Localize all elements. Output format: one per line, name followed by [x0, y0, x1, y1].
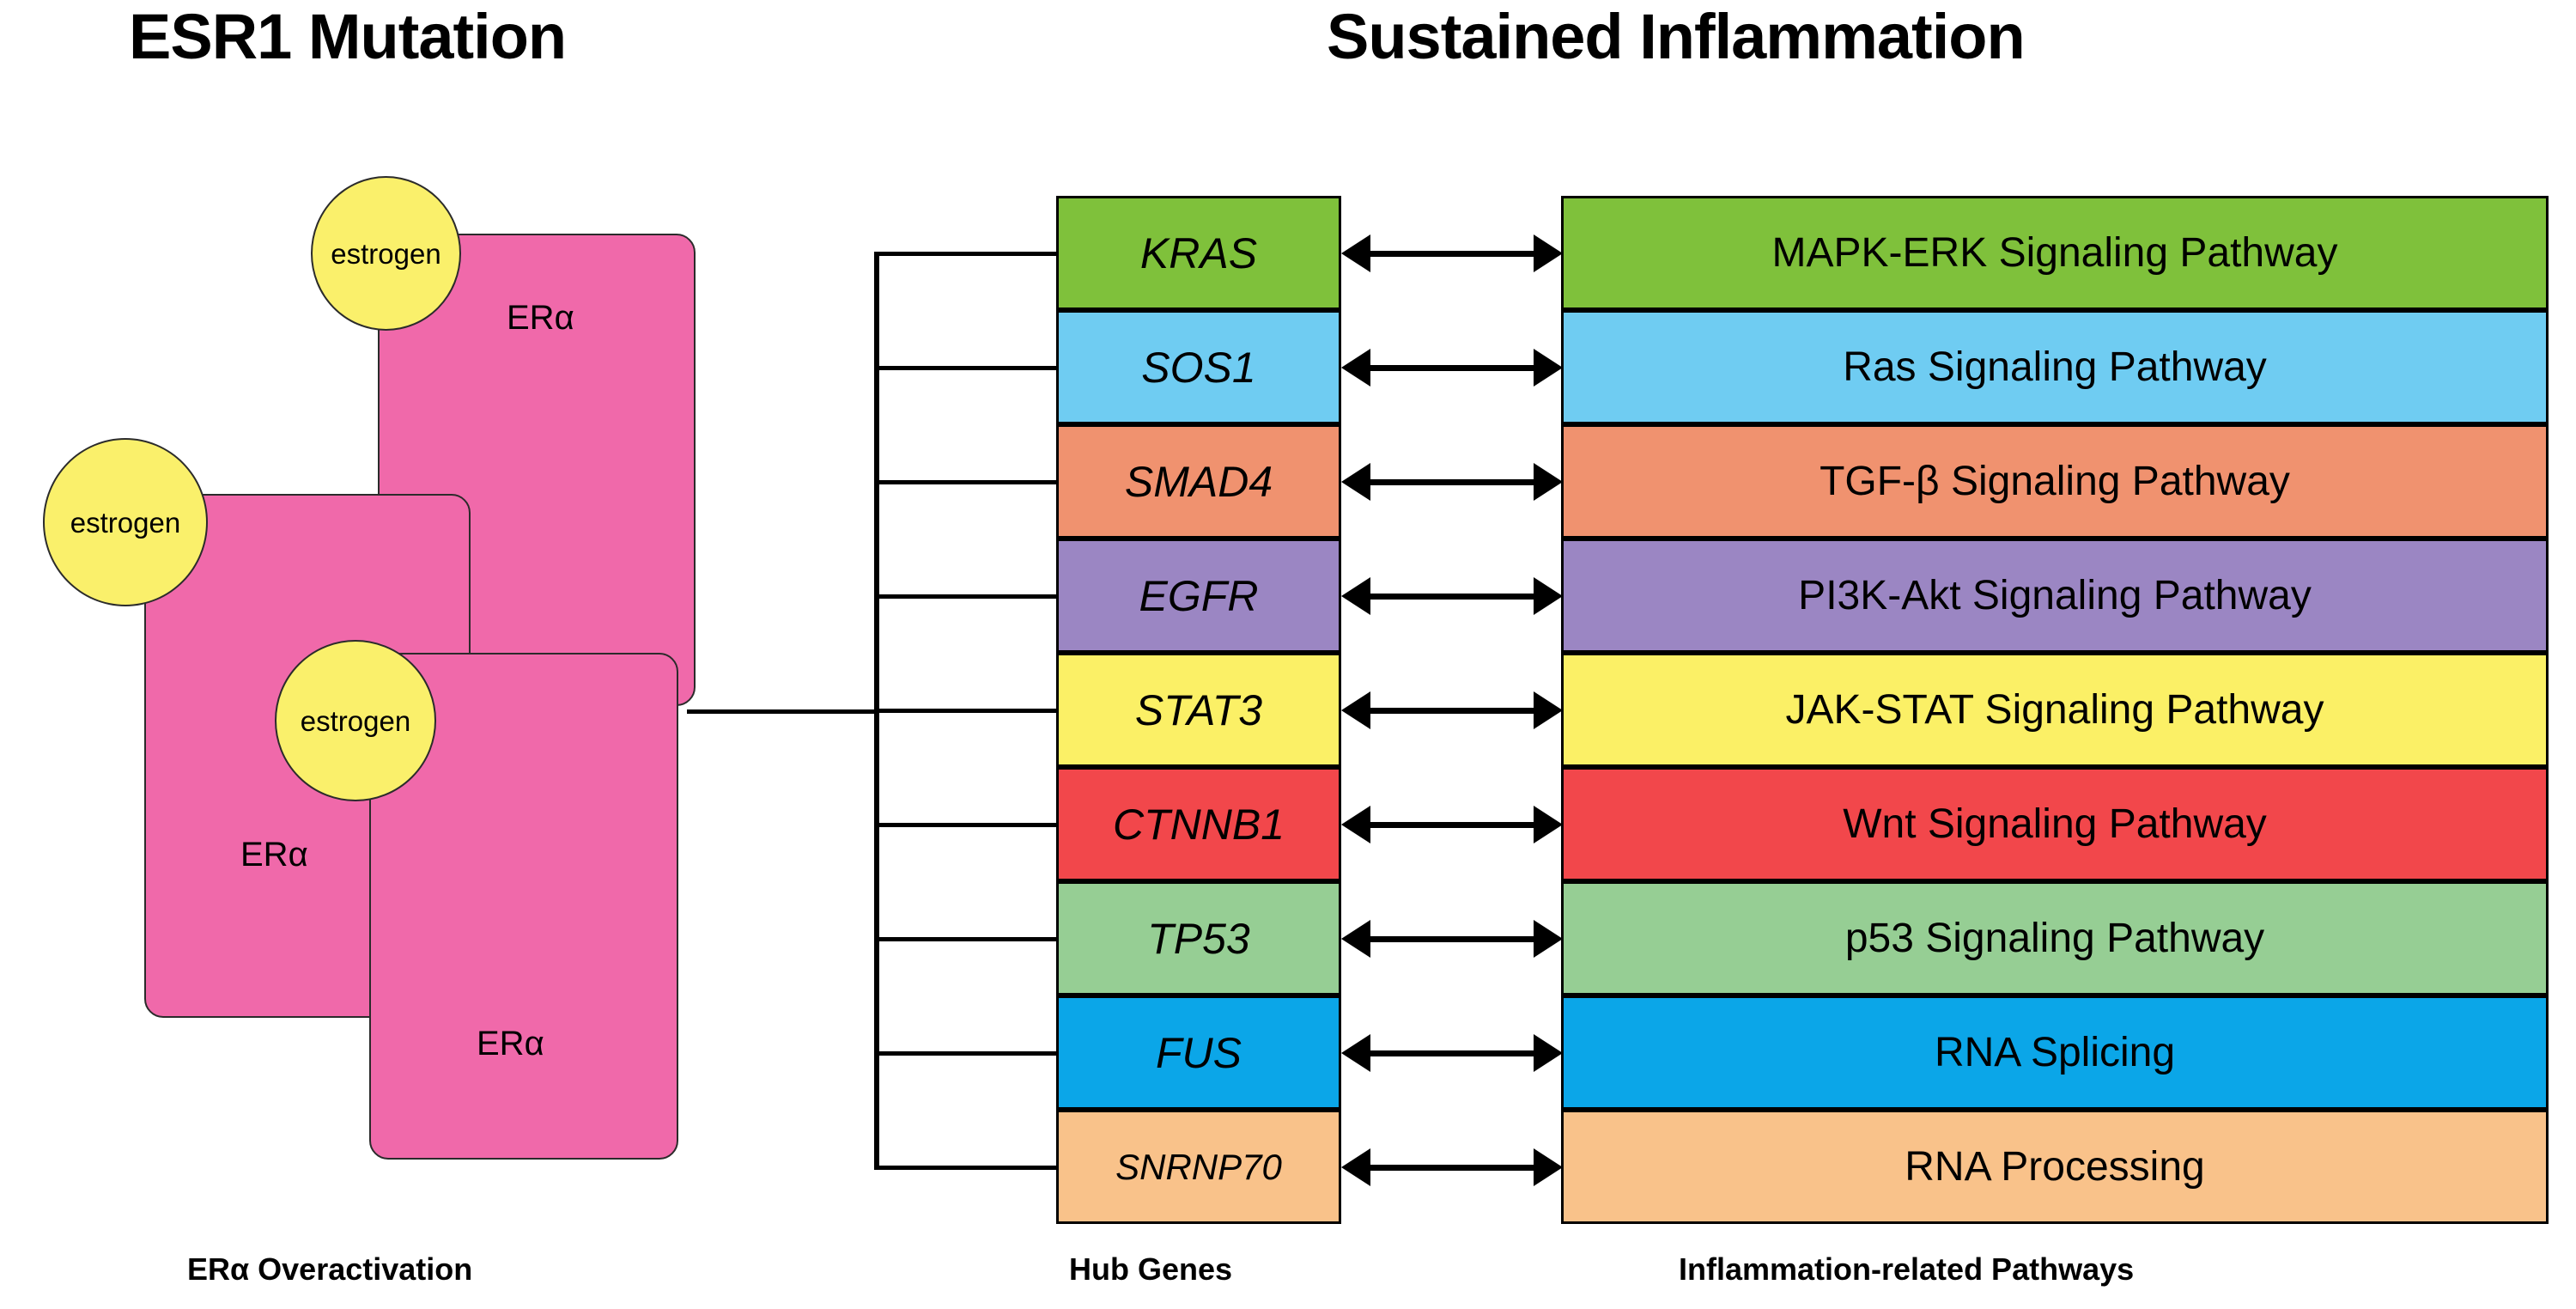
era-label: ERα: [477, 1025, 544, 1062]
arrow-head-right-icon: [1534, 576, 1563, 615]
pathway-label: JAK-STAT Signaling Pathway: [1785, 686, 2324, 733]
connector-branch-line: [874, 365, 1056, 370]
double-headed-arrow-icon: [1341, 805, 1563, 843]
pathway-box[interactable]: MAPK-ERK Signaling Pathway: [1561, 196, 2549, 310]
arrow-head-right-icon: [1534, 348, 1563, 387]
pathway-label: Ras Signaling Pathway: [1843, 344, 2267, 390]
connector-trunk-line: [687, 709, 878, 714]
gene-label: KRAS: [1139, 228, 1258, 277]
gene-box[interactable]: CTNNB1: [1056, 767, 1341, 881]
double-headed-arrow-icon: [1341, 691, 1563, 729]
double-headed-arrow-icon: [1341, 576, 1563, 615]
era-label: ERα: [507, 299, 574, 337]
arrow-head-left-icon: [1341, 691, 1370, 729]
pathway-box[interactable]: JAK-STAT Signaling Pathway: [1561, 653, 2549, 767]
gene-label: SOS1: [1141, 343, 1256, 392]
arrow-shaft: [1364, 935, 1540, 942]
connector-branch-line: [874, 936, 1056, 941]
page-title-right: Sustained Inflammation: [1327, 1, 2026, 72]
gene-label: FUS: [1156, 1028, 1242, 1077]
pathway-label: MAPK-ERK Signaling Pathway: [1771, 229, 2338, 276]
connector-branch-line: [874, 479, 1056, 484]
estrogen-ligand-circle: estrogen: [311, 176, 461, 331]
double-headed-arrow-icon: [1341, 348, 1563, 387]
arrow-head-right-icon: [1534, 919, 1563, 958]
pathway-label: RNA Processing: [1905, 1143, 2205, 1190]
arrow-shaft: [1364, 478, 1540, 485]
arrow-shaft: [1364, 1164, 1540, 1171]
pathway-box[interactable]: Ras Signaling Pathway: [1561, 310, 2549, 424]
gene-box[interactable]: KRAS: [1056, 196, 1341, 310]
pathway-label: RNA Splicing: [1934, 1029, 2176, 1075]
pathway-box[interactable]: RNA Splicing: [1561, 995, 2549, 1110]
era-label: ERα: [240, 836, 308, 874]
gene-label: SNRNP70: [1115, 1146, 1282, 1187]
double-headed-arrow-icon: [1341, 1148, 1563, 1186]
caption-pathways: Inflammation-related Pathways: [1679, 1251, 2135, 1287]
gene-box[interactable]: TP53: [1056, 881, 1341, 995]
pathway-label: Wnt Signaling Pathway: [1843, 801, 2267, 847]
arrow-head-right-icon: [1534, 1148, 1563, 1186]
arrow-head-left-icon: [1341, 576, 1370, 615]
arrow-shaft: [1364, 821, 1540, 828]
pathway-box[interactable]: PI3K-Akt Signaling Pathway: [1561, 539, 2549, 653]
double-headed-arrow-icon: [1341, 234, 1563, 272]
pathway-box[interactable]: Wnt Signaling Pathway: [1561, 767, 2549, 881]
gene-label: STAT3: [1134, 685, 1263, 734]
arrow-head-left-icon: [1341, 919, 1370, 958]
gene-box[interactable]: STAT3: [1056, 653, 1341, 767]
arrow-head-left-icon: [1341, 234, 1370, 272]
gene-box[interactable]: SMAD4: [1056, 424, 1341, 539]
arrow-head-left-icon: [1341, 1148, 1370, 1186]
gene-label: TP53: [1147, 914, 1250, 963]
arrow-head-left-icon: [1341, 462, 1370, 501]
arrow-head-right-icon: [1534, 805, 1563, 843]
gene-box[interactable]: SOS1: [1056, 310, 1341, 424]
pathway-box[interactable]: RNA Processing: [1561, 1110, 2549, 1224]
estrogen-ligand-circle: estrogen: [43, 438, 208, 606]
arrow-head-left-icon: [1341, 348, 1370, 387]
page-title-left: ESR1 Mutation: [129, 1, 567, 72]
connector-branch-line: [874, 594, 1056, 599]
pathway-label: PI3K-Akt Signaling Pathway: [1798, 572, 2312, 618]
connector-branch-line: [874, 251, 1056, 256]
arrow-head-right-icon: [1534, 1033, 1563, 1072]
gene-label: EGFR: [1139, 571, 1259, 620]
double-headed-arrow-icon: [1341, 462, 1563, 501]
caption-hub-genes: Hub Genes: [1069, 1251, 1233, 1287]
pathway-label: p53 Signaling Pathway: [1844, 915, 2265, 961]
gene-box[interactable]: SNRNP70: [1056, 1110, 1341, 1224]
double-headed-arrow-icon: [1341, 1033, 1563, 1072]
pathway-box[interactable]: TGF-β Signaling Pathway: [1561, 424, 2549, 539]
arrow-shaft: [1364, 1050, 1540, 1056]
connector-branch-line: [874, 1050, 1056, 1056]
arrow-head-left-icon: [1341, 1033, 1370, 1072]
pathway-box[interactable]: p53 Signaling Pathway: [1561, 881, 2549, 995]
arrow-shaft: [1364, 707, 1540, 714]
pathway-label: TGF-β Signaling Pathway: [1820, 458, 2290, 504]
connector-branch-line: [874, 822, 1056, 827]
arrow-head-right-icon: [1534, 691, 1563, 729]
gene-label: CTNNB1: [1112, 800, 1285, 849]
arrow-shaft: [1364, 250, 1540, 257]
arrow-shaft: [1364, 364, 1540, 371]
arrow-head-left-icon: [1341, 805, 1370, 843]
arrow-head-right-icon: [1534, 462, 1563, 501]
gene-box[interactable]: FUS: [1056, 995, 1341, 1110]
gene-label: SMAD4: [1124, 457, 1273, 506]
estrogen-ligand-circle: estrogen: [275, 640, 436, 801]
double-headed-arrow-icon: [1341, 919, 1563, 958]
connector-branch-line: [874, 1165, 1056, 1170]
caption-receptor: ERα Overactivation: [187, 1251, 473, 1287]
arrow-shaft: [1364, 593, 1540, 600]
gene-box[interactable]: EGFR: [1056, 539, 1341, 653]
connector-branch-line: [874, 708, 1056, 713]
arrow-head-right-icon: [1534, 234, 1563, 272]
